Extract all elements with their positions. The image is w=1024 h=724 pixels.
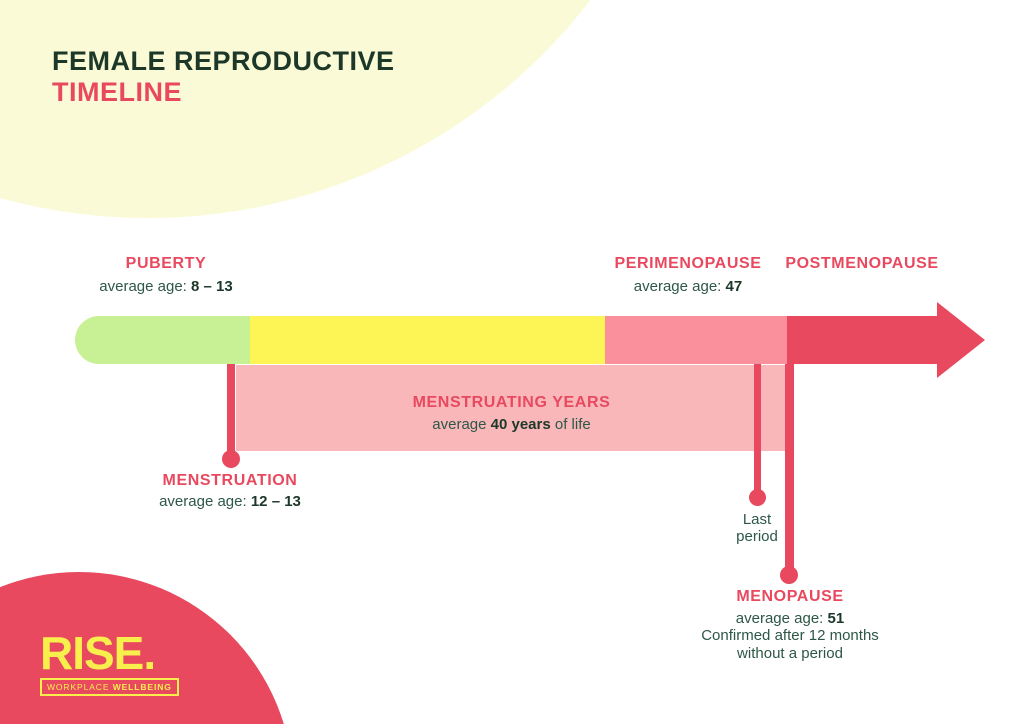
menstruation-marker-dot xyxy=(222,450,240,468)
last-period-line-2: period xyxy=(736,528,778,545)
rise-tagline-workplace: WORKPLACE xyxy=(47,682,113,692)
last-period-label-group: Last period xyxy=(697,511,817,545)
puberty-detail-prefix: average age: xyxy=(99,278,192,295)
puberty-age-value: 8 – 13 xyxy=(191,278,233,295)
last-period-marker-line xyxy=(754,364,761,497)
last-period-line-1: Last xyxy=(742,511,772,528)
perimenopause-label-group: PERIMENOPAUSE average age: 47 xyxy=(578,255,798,295)
page-title: FEMALE REPRODUCTIVE TIMELINE xyxy=(52,46,395,108)
menopause-label-group: MENOPAUSE average age: 51 Confirmed afte… xyxy=(664,588,916,662)
menstruation-detail-prefix: average age: xyxy=(159,493,251,510)
menopause-note-line-1: Confirmed after 12 months xyxy=(701,627,879,644)
timeline-arrow-head xyxy=(937,302,985,378)
menstruation-age-value: 12 – 13 xyxy=(250,493,301,510)
menopause-age-value: 51 xyxy=(827,610,845,627)
yellow-background-circle xyxy=(0,0,706,218)
timeline-segment-puberty xyxy=(75,316,250,364)
timeline-segment-perimenopause xyxy=(605,316,787,364)
perimenopause-label: PERIMENOPAUSE xyxy=(614,255,762,272)
timeline-segment-postmenopause xyxy=(787,316,937,364)
menstruation-label: MENSTRUATION xyxy=(162,472,298,489)
menopause-detail: average age: 51 xyxy=(664,611,916,627)
menstruation-detail: average age: 12 – 13 xyxy=(120,494,340,510)
rise-tagline-wellbeing: WELLBEING xyxy=(112,682,172,692)
rise-logo: RISE. WORKPLACE WELLBEING xyxy=(40,630,179,696)
puberty-label-group: PUBERTY average age: 8 – 13 xyxy=(56,255,276,295)
menstruation-marker-line xyxy=(227,364,235,459)
menstruating-years-label: MENSTRUATING YEARS xyxy=(412,394,611,411)
last-period-marker-dot xyxy=(749,489,766,506)
title-line-2: TIMELINE xyxy=(52,77,182,107)
timeline-segment-menstruating xyxy=(250,316,605,364)
menstruating-years-detail-prefix: average xyxy=(432,416,491,433)
perimenopause-detail: average age: 47 xyxy=(578,279,798,295)
rise-logo-wordmark: RISE. xyxy=(40,627,156,679)
menstruating-years-detail-suffix: of life xyxy=(550,416,591,433)
puberty-label: PUBERTY xyxy=(125,255,207,272)
menstruating-years-band: MENSTRUATING YEARS average 40 years of l… xyxy=(236,365,787,451)
menstruating-years-detail: average 40 years of life xyxy=(236,417,787,433)
postmenopause-label: POSTMENOPAUSE xyxy=(785,255,939,272)
rise-logo-tagline: WORKPLACE WELLBEING xyxy=(40,678,179,696)
title-line-1: FEMALE REPRODUCTIVE xyxy=(52,46,395,76)
perimenopause-detail-prefix: average age: xyxy=(633,278,726,295)
puberty-detail: average age: 8 – 13 xyxy=(56,279,276,295)
menopause-marker-dot xyxy=(780,566,798,584)
menstruating-years-detail-value: 40 years xyxy=(490,416,551,433)
menopause-marker-line xyxy=(785,364,794,575)
menstruation-label-group: MENSTRUATION average age: 12 – 13 xyxy=(120,472,340,510)
menopause-note-line-2: without a period xyxy=(737,644,843,662)
postmenopause-label-group: POSTMENOPAUSE xyxy=(752,255,972,272)
perimenopause-age-value: 47 xyxy=(725,278,743,295)
menopause-detail-prefix: average age: xyxy=(735,610,828,627)
menopause-label: MENOPAUSE xyxy=(736,588,844,605)
